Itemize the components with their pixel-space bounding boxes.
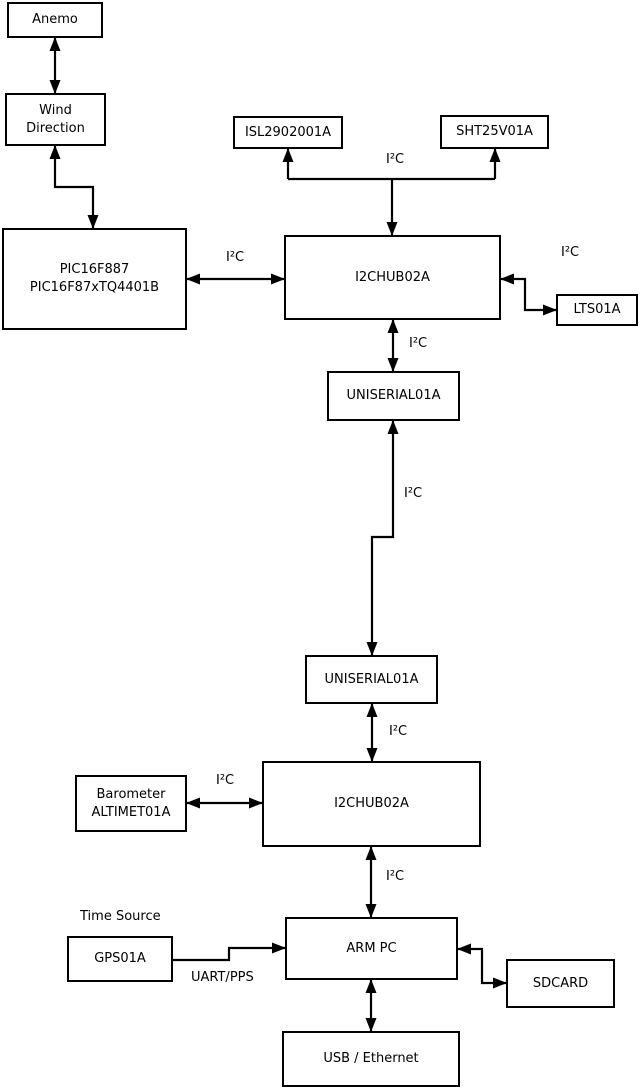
node-isl2902001a: ISL2902001A: [233, 116, 343, 149]
label-i2c-branch: I²C: [386, 152, 405, 167]
node-uniserial01a-top: UNISERIAL01A: [327, 371, 460, 421]
node-usb-ethernet: USB / Ethernet: [282, 1031, 460, 1087]
node-pic16f887: PIC16F887 PIC16F87xTQ4401B: [2, 228, 187, 330]
node-wind-direction: Wind Direction: [5, 93, 106, 146]
node-barometer-altimet01a: Barometer ALTIMET01A: [75, 775, 187, 832]
node-sdcard: SDCARD: [506, 959, 615, 1008]
edge-wind-pic: [49, 145, 99, 229]
label-i2c-uniserial-hub: I²C: [389, 724, 408, 739]
label-i2c-hub-armpc: I²C: [386, 869, 405, 884]
label-i2c-pic-hub: I²C: [226, 250, 245, 265]
edge-armpc-sdcard: [457, 943, 507, 989]
node-arm-pc: ARM PC: [285, 917, 458, 980]
node-uniserial01a-bottom: UNISERIAL01A: [305, 655, 438, 704]
label-i2c-hub-lts: I²C: [561, 245, 580, 260]
node-gps01a: GPS01A: [67, 936, 173, 982]
label-uart-pps: UART/PPS: [191, 970, 254, 985]
node-sht25v01a: SHT25V01A: [440, 115, 549, 149]
edge-uniserial-top-uniserial-bottom: [366, 420, 399, 656]
node-i2chub02a-bottom: I2CHUB02A: [262, 761, 481, 847]
node-i2chub02a-top: I2CHUB02A: [284, 235, 501, 320]
label-time-source: Time Source: [80, 909, 161, 924]
label-i2c-long-link: I²C: [404, 486, 423, 501]
label-i2c-barometer-hub: I²C: [216, 773, 235, 788]
node-lts01a: LTS01A: [556, 294, 638, 326]
label-i2c-hub-uniserial: I²C: [409, 336, 428, 351]
node-anemo: Anemo: [7, 2, 103, 38]
edge-gps-armpc: [173, 942, 286, 962]
edge-i2chub-top-lts: [500, 273, 557, 316]
